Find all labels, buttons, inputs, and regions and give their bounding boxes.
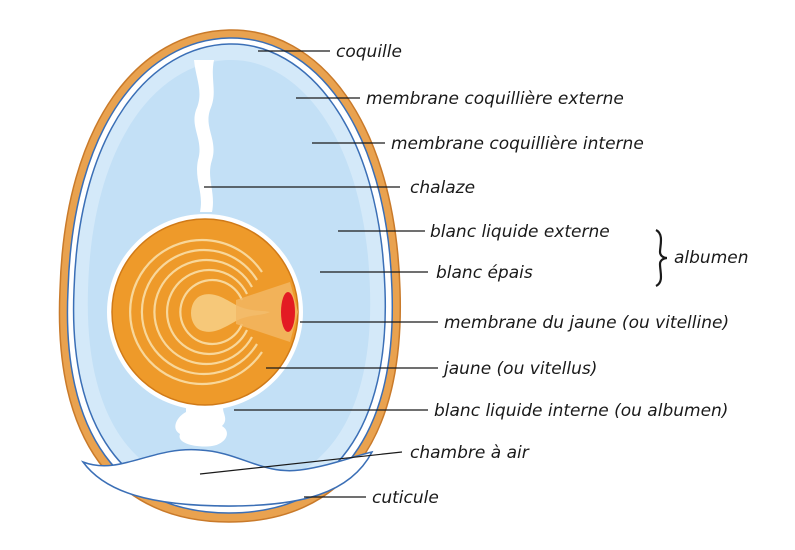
label-chambre-a-air: chambre à air [410,443,530,463]
label-membrane-interne: membrane coquillière interne [391,134,644,154]
label-chalaze: chalaze [410,178,475,198]
label-jaune: jaune (ou vitellus) [442,359,597,379]
label-albumen: albumen [674,248,749,268]
label-blanc-liquide-externe: blanc liquide externe [430,222,610,242]
label-membrane-externe: membrane coquillière externe [366,89,624,109]
label-blanc-liquide-interne: blanc liquide interne (ou albumen) [434,401,728,421]
label-membrane-du-jaune: membrane du jaune (ou vitelline) [444,313,729,333]
albumen-bracket [656,230,667,286]
germinal-disc [281,292,295,332]
label-blanc-epais: blanc épais [436,263,533,283]
label-cuticule: cuticule [372,488,439,508]
label-coquille: coquille [336,42,402,62]
